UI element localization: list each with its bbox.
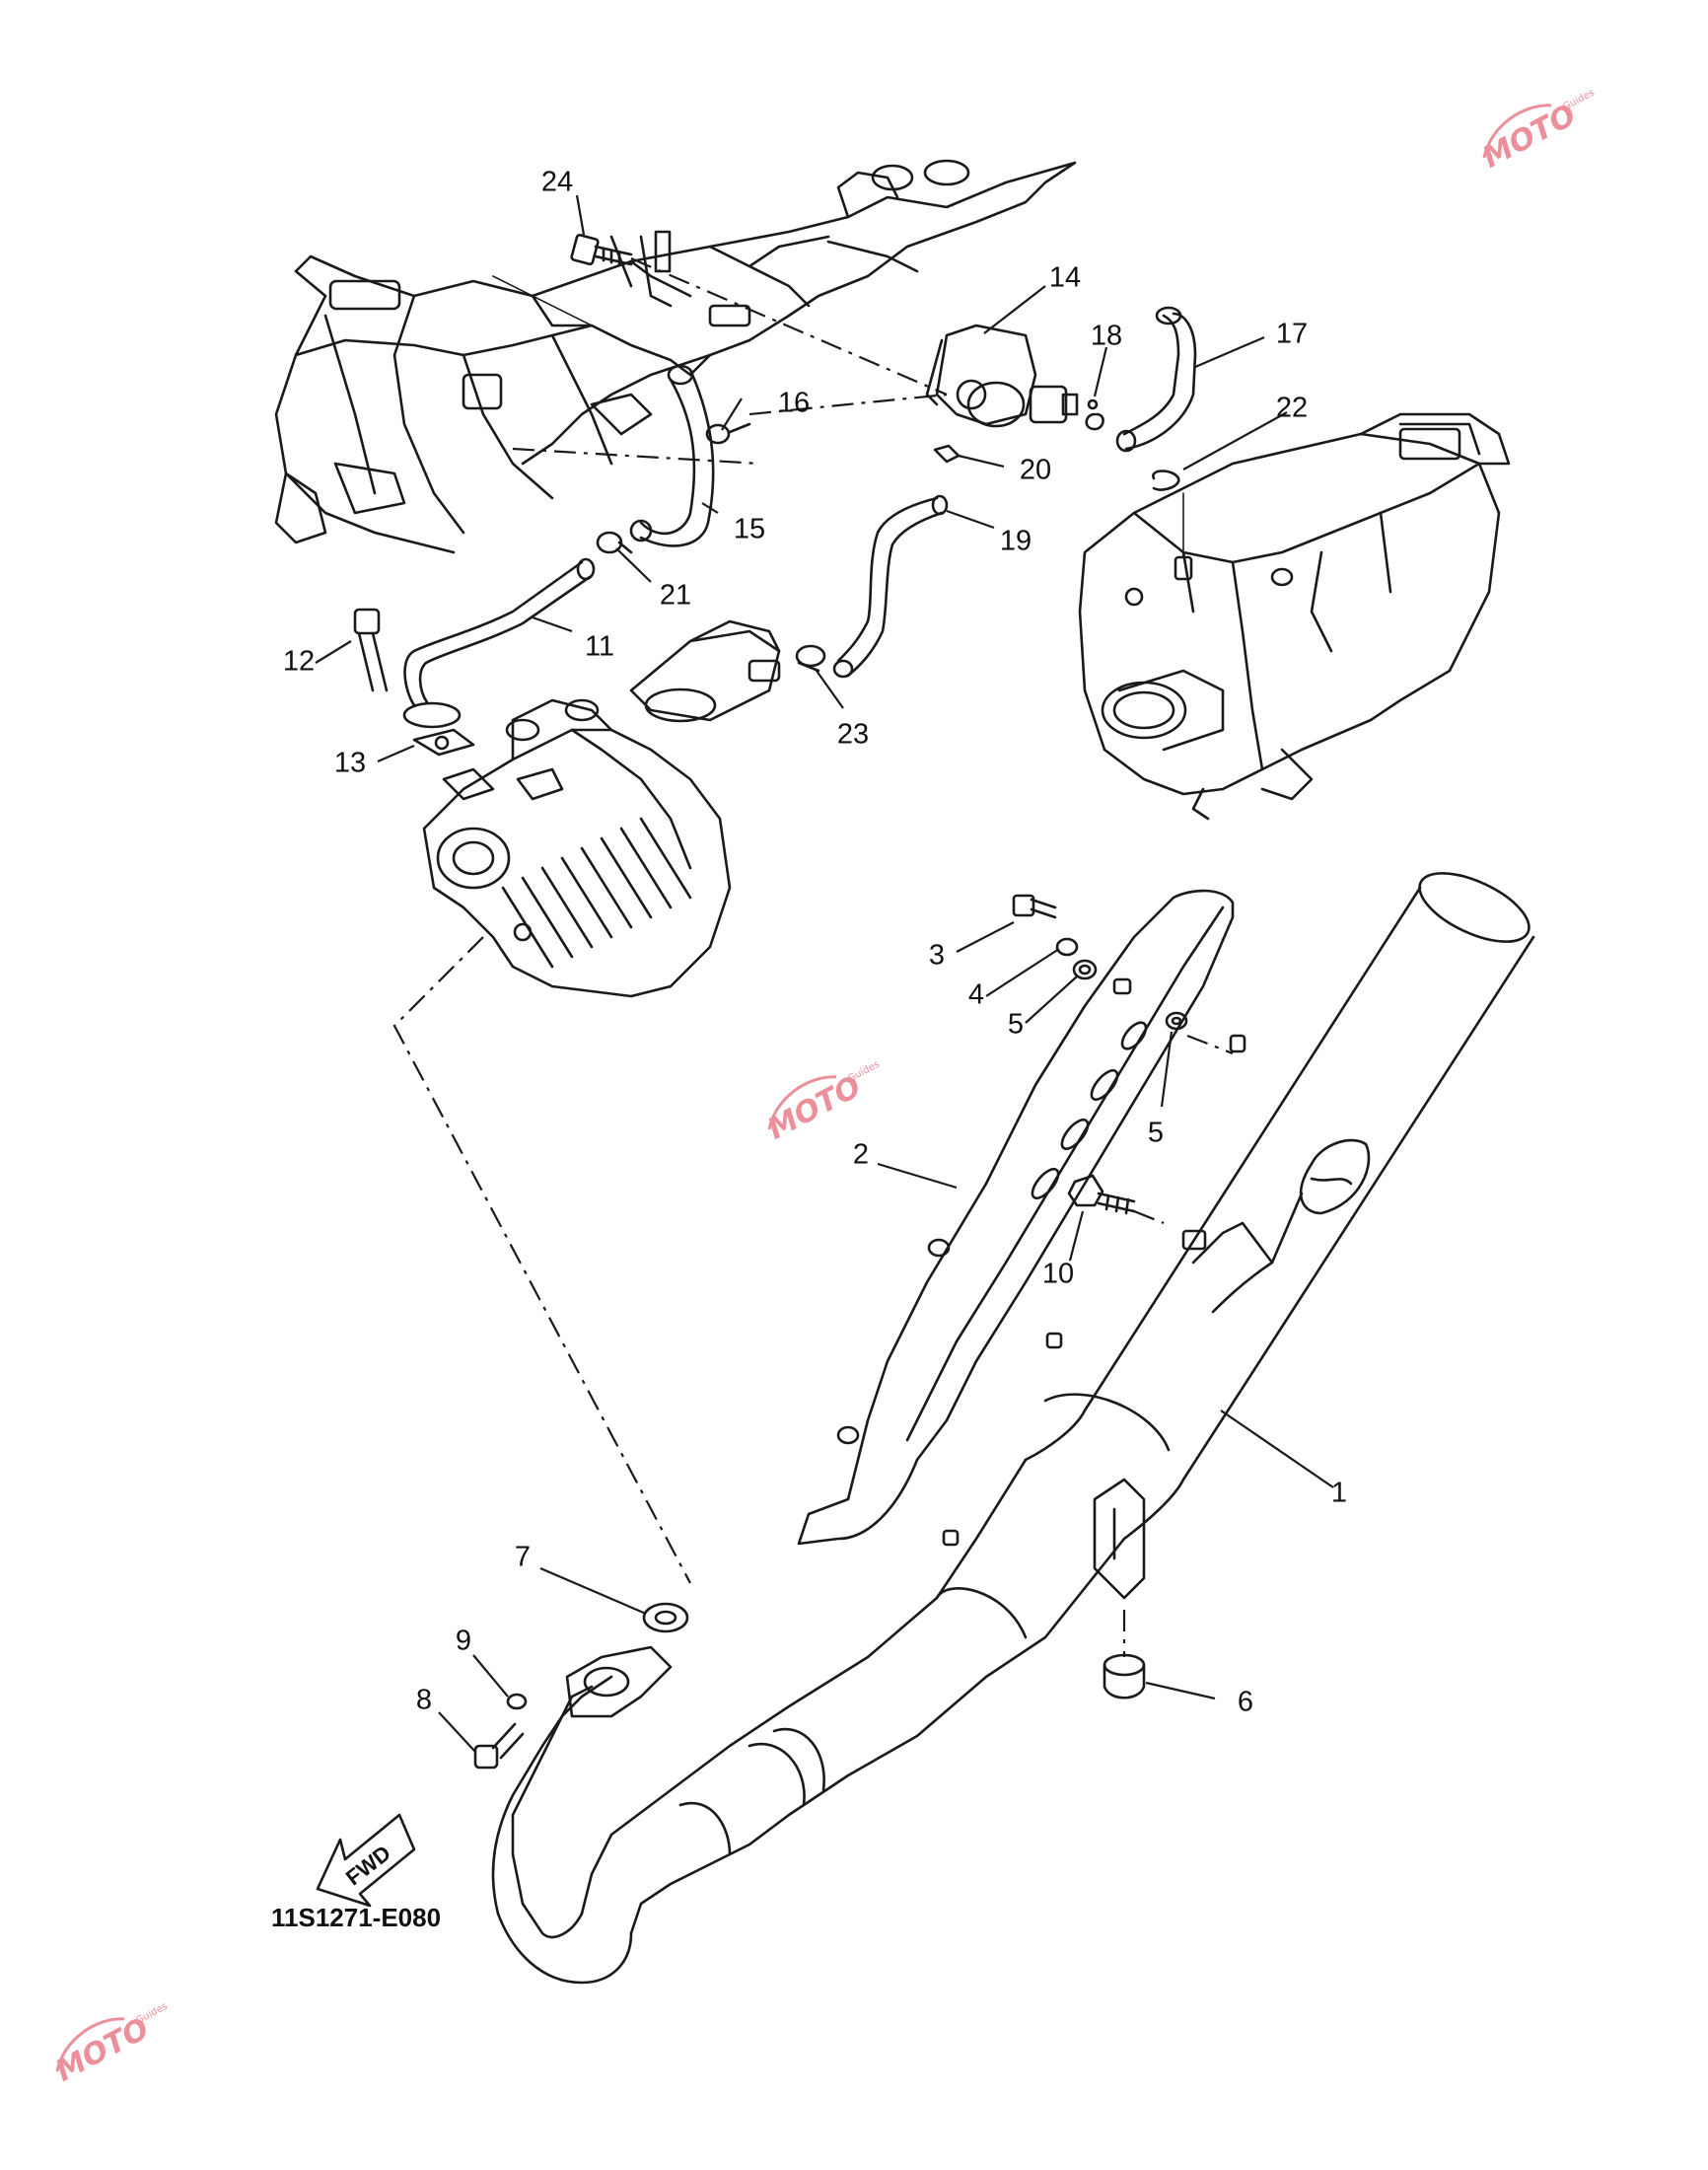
part-14-air-valve (925, 324, 1079, 428)
watermark-bottom-left: MOTO Guides (50, 2001, 170, 2089)
callout-4: 4 (968, 979, 984, 1011)
callout-2: 2 (853, 1139, 869, 1171)
muffler-bracket (1093, 1478, 1146, 1600)
part-12-bolt (353, 608, 389, 692)
part-21-clip (596, 531, 633, 554)
part-4-washer (1055, 937, 1079, 957)
callout-numbers: 1 2 3 4 5 5 6 7 8 9 10 11 12 13 14 15 16… (283, 167, 1347, 1718)
callout-14: 14 (1049, 262, 1081, 294)
callout-13: 13 (334, 748, 366, 779)
watermark-top-right: MOTO Guides (1477, 88, 1597, 176)
part-2-heat-guard (797, 889, 1235, 1546)
cylinder-head (422, 698, 732, 998)
callout-18: 18 (1091, 321, 1122, 352)
callout-7: 7 (515, 1542, 531, 1573)
part-9-washer (506, 1693, 528, 1710)
callout-24: 24 (541, 167, 573, 198)
part-6-damper (1103, 1653, 1146, 1700)
part-3-bolt (1012, 894, 1057, 919)
part-15-hose (629, 364, 715, 547)
frame-drawing (274, 159, 1077, 554)
callout-8: 8 (416, 1685, 432, 1716)
part-5-collar (1072, 959, 1098, 980)
callout-5-a: 5 (1008, 1009, 1024, 1041)
callout-17: 17 (1276, 319, 1308, 350)
diagram-code: 11S1271-E080 (271, 1903, 441, 1932)
callout-20: 20 (1020, 455, 1051, 486)
part-7-gasket (642, 1602, 689, 1633)
part-13-gasket (412, 728, 475, 757)
part-22-clip (1152, 470, 1180, 491)
forward-arrow: FWD (316, 1813, 416, 1908)
part-8-bolt (473, 1722, 525, 1770)
watermark-center: MOTO Guides (762, 1059, 882, 1147)
part-19-hose (832, 494, 949, 679)
leader-lines (315, 194, 1334, 1753)
part-11-pipe (402, 557, 596, 729)
callout-12: 12 (283, 646, 315, 678)
callout-9: 9 (456, 1626, 471, 1657)
callout-21: 21 (660, 580, 691, 612)
callout-1: 1 (1331, 1478, 1347, 1509)
part-10-bolt (1067, 1174, 1136, 1215)
callout-6: 6 (1238, 1687, 1253, 1718)
watermark-tag-3: Guides (134, 2001, 170, 2027)
callout-22: 22 (1276, 393, 1308, 424)
part-18-clip (1085, 398, 1104, 431)
callout-15: 15 (734, 514, 765, 545)
watermark-tag-2: Guides (846, 1059, 882, 1085)
part-17-hose (1115, 306, 1197, 453)
callout-16: 16 (778, 388, 810, 419)
callout-19: 19 (1000, 526, 1032, 557)
part-5-collar-2 (1165, 1011, 1188, 1031)
exhaust-flange (565, 1645, 673, 1718)
callout-23: 23 (837, 719, 869, 751)
callout-5-b: 5 (1148, 1118, 1164, 1149)
air-box (1078, 412, 1511, 821)
callout-11: 11 (585, 631, 614, 663)
intake-joint (629, 619, 781, 723)
part-20-clip (933, 444, 961, 464)
callout-10: 10 (1042, 1259, 1074, 1290)
part-16-clip (705, 422, 751, 445)
part-24-bolt (570, 233, 633, 266)
exhaust-pipe (491, 1596, 988, 1985)
callout-3: 3 (929, 940, 945, 972)
part-23-clip (795, 644, 826, 673)
watermark-tag-1: Guides (1561, 88, 1597, 113)
part-1-muffler (935, 872, 1535, 1679)
